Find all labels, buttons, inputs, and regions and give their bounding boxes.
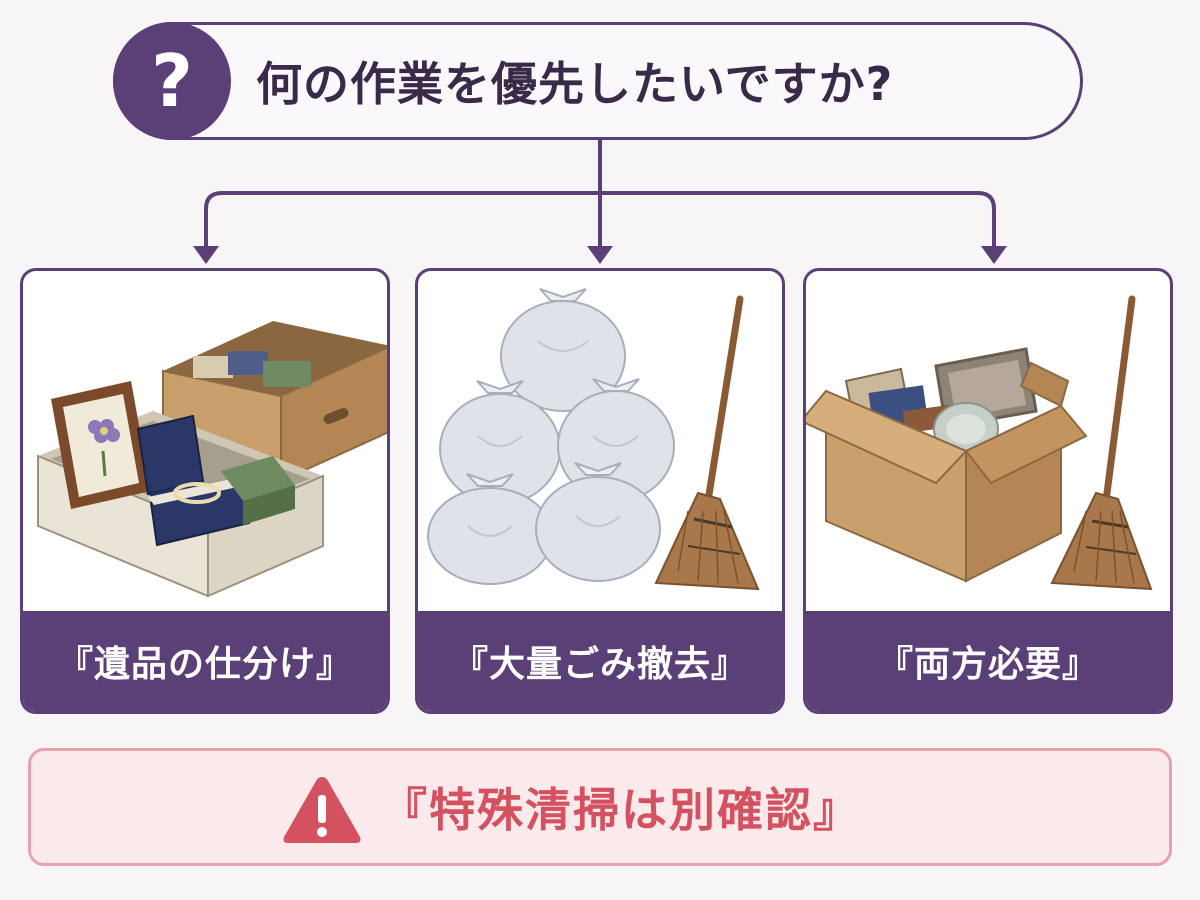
option-card-keepsake-sorting[interactable]: 『遺品の仕分け』 [20, 268, 390, 714]
connector-left [204, 191, 602, 254]
option-card-garbage-removal[interactable]: 『大量ごみ撤去』 [415, 268, 785, 714]
arrow-head-center [587, 246, 613, 264]
question-box: ? 何の作業を優先したいですか? [113, 22, 1083, 140]
flow-connectors [193, 138, 1007, 264]
option-label-garbage-removal: 『大量ごみ撤去』 [418, 611, 782, 711]
warning-text: 『特殊清掃は別確認』 [381, 783, 861, 837]
arrow-head-right [981, 246, 1007, 264]
cardboard-box-broom-icon [806, 295, 1153, 591]
option-label-keepsake-sorting: 『遺品の仕分け』 [23, 611, 387, 711]
warning-triangle-icon [283, 777, 361, 843]
connector-right [598, 191, 996, 254]
arrow-head-left [193, 246, 219, 264]
question-text: 何の作業を優先したいですか? [256, 57, 894, 111]
keepsake-boxes-icon [37, 321, 387, 598]
garbage-bags-broom-icon [427, 288, 760, 591]
option-card-both-needed[interactable]: 『両方必要』 [803, 268, 1173, 714]
question-mark-icon: ? [113, 22, 231, 140]
option-label-both-needed: 『両方必要』 [806, 611, 1170, 711]
warning-banner: 『特殊清掃は別確認』 [28, 748, 1172, 866]
